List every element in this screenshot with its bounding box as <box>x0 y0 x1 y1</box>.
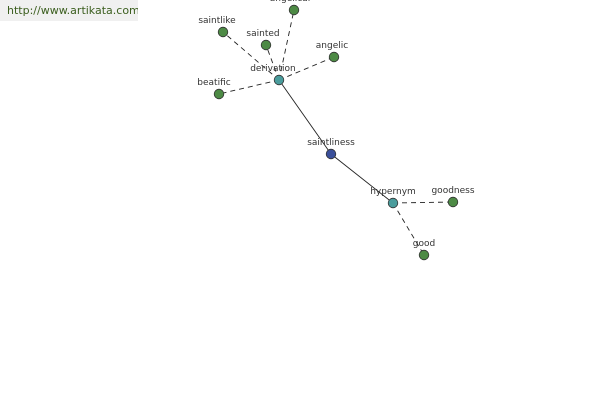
node-label-hypernym: hypernym <box>370 187 416 197</box>
node-angelic[interactable]: angelic <box>316 41 348 63</box>
edge-hypernym-good <box>392 202 425 256</box>
node-beatific[interactable]: beatific <box>197 78 231 100</box>
node-circle-hypernym[interactable] <box>387 197 399 209</box>
node-circle-angelic[interactable] <box>328 51 340 63</box>
edge-derivation-beatific <box>218 79 280 95</box>
edge-saintliness-hypernym <box>330 153 394 204</box>
node-label-good: good <box>413 239 435 249</box>
node-label-saintlike: saintlike <box>198 16 236 26</box>
node-saintlike[interactable]: saintlike <box>198 16 236 38</box>
node-circle-sainted[interactable] <box>260 39 272 51</box>
node-saintliness[interactable]: saintliness <box>307 138 355 160</box>
node-hypernym[interactable]: hypernym <box>370 187 416 209</box>
node-derivation[interactable]: derivation <box>250 64 296 86</box>
edge-derivation-sainted <box>265 44 280 81</box>
edge-hypernym-goodness <box>392 201 454 204</box>
node-label-angelic: angelic <box>316 41 348 51</box>
node-circle-saintlike[interactable] <box>217 26 229 38</box>
node-label-sainted: sainted <box>246 29 279 39</box>
node-angelical[interactable]: angelical <box>270 0 310 16</box>
edge-saintliness-derivation <box>278 79 332 155</box>
node-label-saintliness: saintliness <box>307 138 355 148</box>
node-label-derivation: derivation <box>250 64 296 74</box>
node-circle-saintliness[interactable] <box>325 148 337 160</box>
edge-derivation-saintlike <box>222 31 280 81</box>
node-circle-good[interactable] <box>418 249 430 261</box>
edge-derivation-angelical <box>278 9 295 81</box>
node-circle-angelical[interactable] <box>288 4 300 16</box>
source-url-watermark: http://www.artikata.com <box>0 0 138 21</box>
node-good[interactable]: good <box>413 239 435 261</box>
node-label-angelical: angelical <box>270 0 310 4</box>
node-label-beatific: beatific <box>197 78 230 88</box>
nodes-layer: saintliness derivation hypernym angelical sa… <box>197 0 475 261</box>
node-circle-beatific[interactable] <box>213 88 225 100</box>
node-goodness[interactable]: goodness <box>431 186 475 208</box>
edge-derivation-angelic <box>278 56 335 81</box>
node-circle-goodness[interactable] <box>447 196 459 208</box>
node-sainted[interactable]: sainted <box>246 29 280 51</box>
edges-layer <box>218 9 454 256</box>
node-label-goodness: goodness <box>431 186 474 196</box>
node-circle-derivation[interactable] <box>273 74 285 86</box>
